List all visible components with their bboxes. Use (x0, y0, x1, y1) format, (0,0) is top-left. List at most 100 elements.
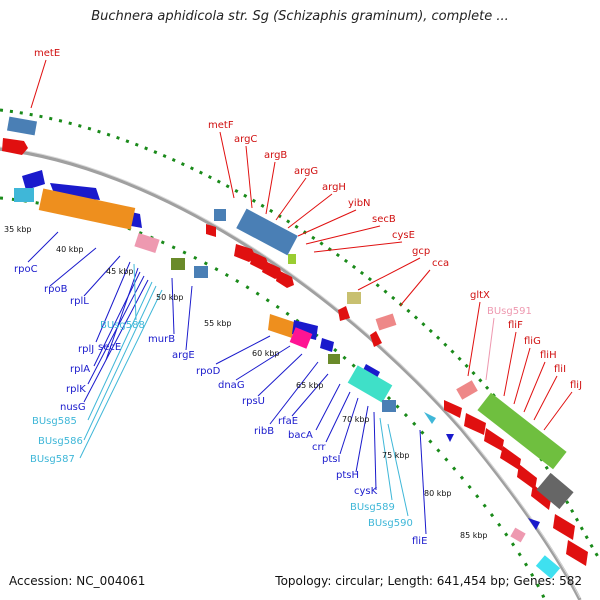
kbp-75: 75 kbp (382, 451, 410, 460)
label-argC: argC (234, 134, 257, 145)
gene-BUsg589 (446, 434, 454, 442)
label-BUsg589: BUsg589 (350, 502, 395, 513)
gene-rpoD-block (268, 314, 294, 338)
label-argG: argG (294, 166, 318, 177)
label-argH: argH (322, 182, 346, 193)
gene-crr (347, 365, 393, 403)
label-nusG: nusG (60, 402, 86, 413)
label-BUsg587: BUsg587 (30, 454, 75, 465)
label-rplA: rplA (70, 364, 90, 375)
label-fliF: fliF (508, 320, 523, 331)
gene-argG (262, 261, 282, 279)
operon-arg (236, 208, 298, 256)
bottom-leader-lines (27, 231, 427, 535)
kbp-65: 65 kbp (296, 381, 324, 390)
gene-tRNA-pink (510, 527, 526, 543)
gene-argE (194, 266, 208, 278)
label-rpoC: rpoC (14, 264, 38, 275)
kbp-50: 50 kbp (156, 293, 184, 302)
leader-BUsg591 (485, 317, 495, 381)
gene-argC (234, 244, 256, 262)
label-rpoD: rpoD (196, 366, 221, 377)
label-argB: argB (264, 150, 287, 161)
label-rfaE: rfaE (278, 416, 298, 427)
label-secE: secE (98, 342, 121, 353)
gene-fli-3 (500, 446, 521, 470)
gene-cca (370, 331, 382, 347)
map-title: Buchnera aphidicola str. Sg (Schizaphis … (91, 9, 509, 24)
kbp-80: 80 kbp (424, 489, 452, 498)
kbp-ticks: 35 kbp 40 kbp 45 kbp 50 kbp 55 kbp 60 kb… (4, 225, 488, 540)
label-crr: crr (312, 442, 326, 453)
gene-fliE (528, 518, 540, 530)
gene-metF-arrow (206, 224, 216, 237)
gene-fli-1 (464, 413, 486, 435)
gene-pink-BUsg (134, 232, 160, 254)
label-gltX: gltX (470, 290, 490, 301)
gene-murB (171, 258, 185, 270)
label-BUsg591: BUsg591 (487, 306, 532, 317)
kbp-60: 60 kbp (252, 349, 280, 358)
gene-rfaE (328, 354, 340, 364)
gene-rpoB-orange (38, 188, 136, 230)
reverse-strand-features (14, 170, 561, 579)
gene-cysK (424, 412, 436, 424)
label-rplK: rplK (66, 384, 86, 395)
forward-strand-features (2, 116, 588, 566)
label-BUsg585: BUsg585 (32, 416, 77, 427)
bottom-leader-lines-cyan (79, 281, 409, 517)
kbp-85: 85 kbp (460, 531, 488, 540)
gene-cysE (338, 306, 350, 321)
gene-rpoC-block (22, 170, 45, 190)
label-rplJ: rplJ (78, 344, 94, 355)
label-fliE: fliE (412, 536, 427, 547)
gene-fliJ (553, 514, 575, 540)
gene-fli-5 (531, 484, 551, 510)
gene-fli-4 (517, 464, 537, 490)
gene-fli-2 (484, 428, 504, 451)
label-cca: cca (432, 258, 449, 269)
label-murB: murB (148, 334, 175, 345)
kbp-40: 40 kbp (56, 245, 84, 254)
top-leader-lines (30, 59, 481, 377)
gene-rpsU (289, 327, 313, 349)
kbp-45: 45 kbp (106, 267, 134, 276)
label-fliG: fliG (524, 336, 541, 347)
label-ptsH: ptsH (336, 470, 359, 481)
label-argE: argE (172, 350, 195, 361)
bottom-labels: rpoC rpoB rplL BUsg588 rplJ secE rplA rp… (14, 264, 427, 547)
gene-secB (347, 292, 361, 304)
kbp-55: 55 kbp (204, 319, 232, 328)
gene-metE-arrow (2, 138, 28, 155)
label-fliJ: fliJ (570, 380, 582, 391)
label-BUsg590: BUsg590 (368, 518, 413, 529)
label-rplL: rplL (70, 296, 89, 307)
label-gcp: gcp (412, 246, 430, 257)
label-bacA: bacA (288, 430, 313, 441)
backbone-ring (0, 147, 582, 600)
gene-metF (214, 209, 226, 221)
gene-ptsI (382, 400, 396, 412)
gc-dots-outer (0, 108, 600, 561)
rRNA-cyan (14, 188, 34, 202)
operon-fli (477, 392, 567, 470)
accession-label: Accession: NC_004061 (9, 574, 146, 588)
label-ptsI: ptsI (322, 454, 340, 465)
gene-cyan-end (535, 555, 561, 579)
label-ribB: ribB (254, 426, 274, 437)
gene-argH (276, 270, 294, 288)
label-fliH: fliH (540, 350, 557, 361)
gene-extra (566, 540, 588, 566)
label-rpoB: rpoB (44, 284, 68, 295)
kbp-35: 35 kbp (4, 225, 32, 234)
label-cysK: cysK (354, 486, 378, 497)
label-cysE: cysE (392, 230, 415, 241)
label-rpsU: rpsU (242, 396, 265, 407)
gene-gltX (456, 380, 478, 400)
top-labels: metE metF argC argB argG argH yibN secB … (34, 48, 582, 391)
label-metF: metF (208, 120, 234, 131)
backbone-highlight (0, 146, 581, 599)
gene-yibN (288, 254, 296, 264)
